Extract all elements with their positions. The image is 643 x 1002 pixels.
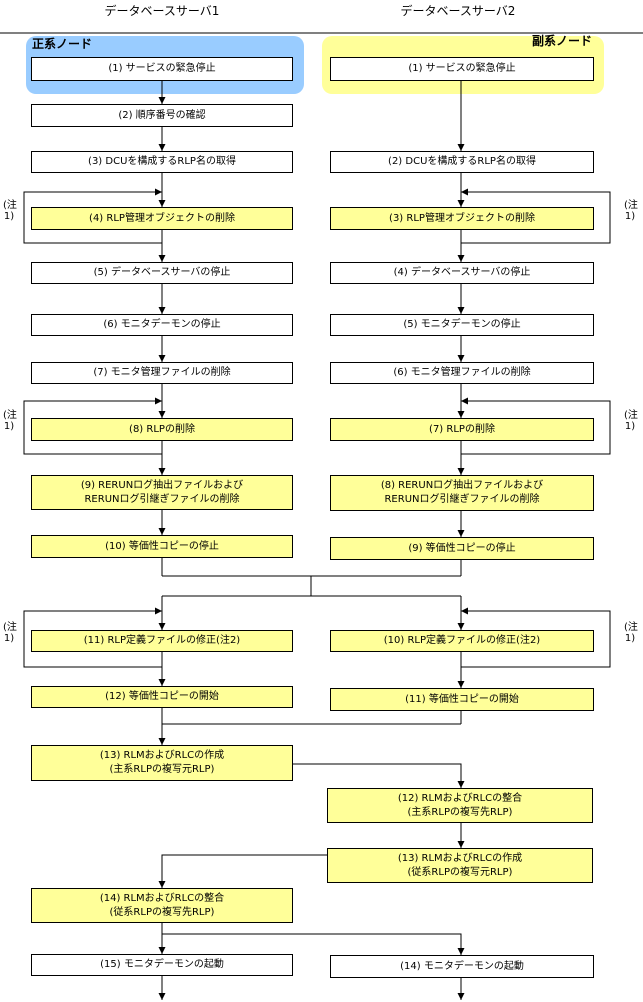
left-step-15: (15) モニタデーモンの起動 [31, 954, 293, 976]
left-step-9: (9) RERUNログ抽出ファイルおよび RERUNログ引継ぎファイルの削除 [31, 475, 293, 510]
right-step-10: (10) RLP定義ファイルの修正(注2) [330, 630, 594, 652]
note1-left-a: (注1) [3, 200, 17, 222]
left-step-5: (5) データベースサーバの停止 [31, 262, 293, 284]
note1-right-a: (注1) [624, 200, 638, 222]
right-step-12: (12) RLMおよびRLCの整合 (主系RLPの複写先RLP) [327, 788, 593, 823]
left-step-2: (2) 順序番号の確認 [31, 104, 293, 127]
left-step-7: (7) モニタ管理ファイルの削除 [31, 362, 293, 384]
left-step-13: (13) RLMおよびRLCの作成 (主系RLPの複写元RLP) [31, 745, 293, 781]
left-step-4: (4) RLP管理オブジェクトの削除 [31, 207, 293, 230]
right-step-3: (3) RLP管理オブジェクトの削除 [330, 207, 594, 230]
right-step-7: (7) RLPの削除 [330, 418, 594, 441]
right-step-5: (5) モニタデーモンの停止 [330, 314, 594, 336]
primary-node-label: 正系ノード [32, 37, 93, 51]
right-step-1: (1) サービスの緊急停止 [330, 57, 594, 81]
right-step-6: (6) モニタ管理ファイルの削除 [330, 362, 594, 384]
right-step-14: (14) モニタデーモンの起動 [330, 955, 594, 978]
note1-left-c: (注1) [3, 622, 17, 644]
right-step-8: (8) RERUNログ抽出ファイルおよび RERUNログ引継ぎファイルの削除 [330, 475, 594, 511]
right-step-11: (11) 等価性コピーの開始 [330, 688, 594, 711]
right-step-13: (13) RLMおよびRLCの作成 (従系RLPの複写元RLP) [327, 848, 593, 883]
left-step-12: (12) 等価性コピーの開始 [31, 686, 293, 708]
header-server1: データベースサーバ1 [104, 4, 220, 18]
left-step-1: (1) サービスの緊急停止 [31, 57, 293, 81]
note1-right-b: (注1) [624, 410, 638, 432]
left-step-10: (10) 等価性コピーの停止 [31, 535, 293, 558]
right-step-2: (2) DCUを構成するRLP名の取得 [330, 151, 594, 173]
right-step-9: (9) 等価性コピーの停止 [330, 537, 594, 560]
note1-right-c: (注1) [624, 622, 638, 644]
left-step-3: (3) DCUを構成するRLP名の取得 [31, 151, 293, 173]
left-step-6: (6) モニタデーモンの停止 [31, 314, 293, 336]
header-server2: データベースサーバ2 [400, 4, 516, 18]
left-step-8: (8) RLPの削除 [31, 418, 293, 441]
left-step-11: (11) RLP定義ファイルの修正(注2) [31, 630, 293, 652]
note1-left-b: (注1) [3, 410, 17, 432]
secondary-node-label: 副系ノード [532, 34, 593, 48]
right-step-4: (4) データベースサーバの停止 [330, 262, 594, 284]
left-step-14: (14) RLMおよびRLCの整合 (従系RLPの複写先RLP) [31, 888, 293, 923]
